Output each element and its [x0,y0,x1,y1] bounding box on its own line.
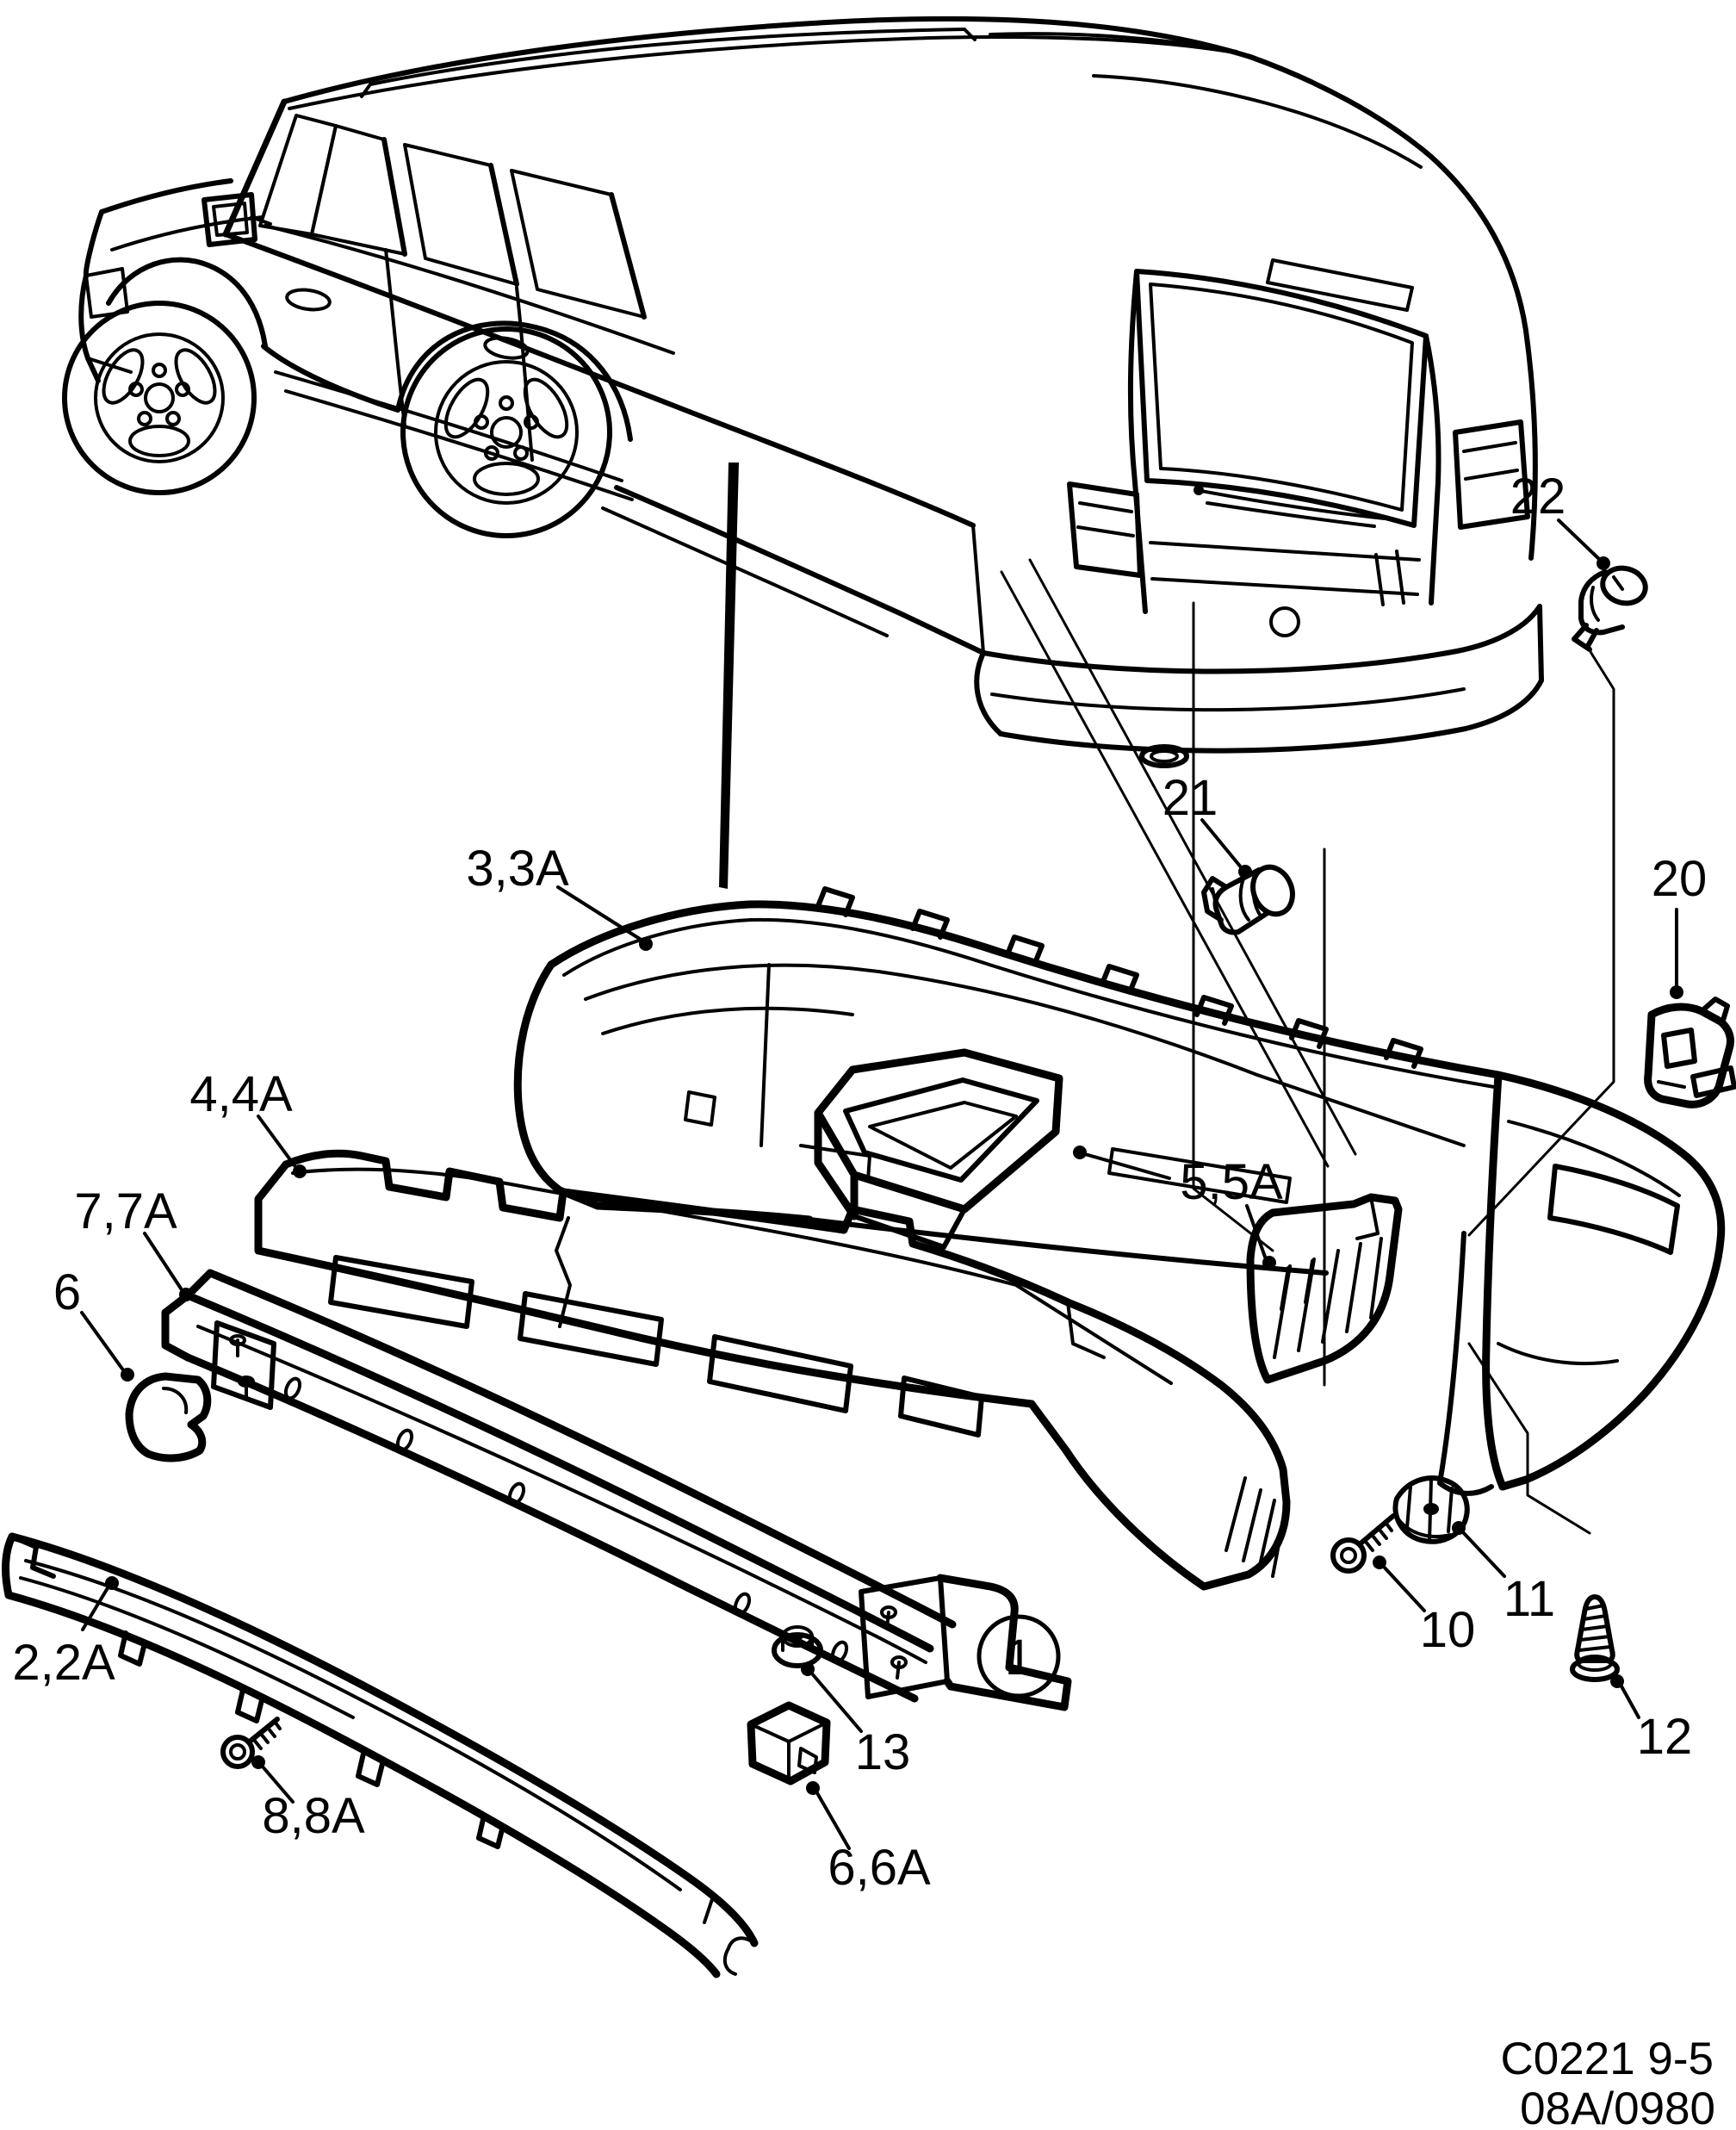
callout-label-7,7A[interactable]: 7,7A [74,1183,177,1239]
part-screw-10 [1330,1513,1396,1574]
part-clip-bracket-20 [1644,997,1736,1108]
taillight-left [1067,481,1143,578]
callout-label-11[interactable]: 11 [1504,1571,1555,1627]
position-pointer-wedge [719,463,739,889]
callout-layer: 1 2,2A 3,3A 4,4A 5,5A 6 6,6A 7,7A 8,8A 10 11 12 13 20… [12,469,1707,1896]
door-handle [483,336,530,360]
part-corner-insert [1246,1193,1403,1384]
roof-rail [369,28,966,86]
callout-label-10[interactable]: 10 [1420,1602,1476,1658]
part-nut-11 [1392,1475,1470,1544]
callout-label-2,2A[interactable]: 2,2A [12,1635,115,1691]
callout-label-22[interactable]: 22 [1510,469,1566,525]
front-wheel [62,257,268,495]
saab-badge [1269,606,1300,637]
part-tray-insert [814,1048,1063,1250]
car-rear-bumper [974,604,1544,768]
part-parking-sensor-21 [1201,864,1295,935]
drawing-revision-code: 08A/0980 [1520,2083,1715,2130]
rear-wiper [1194,485,1386,528]
leader-lines [80,519,1683,1850]
callout-label-1[interactable]: 1 [1005,1630,1032,1686]
taillight-right [1453,419,1530,530]
part-parking-sensor-22 [1572,565,1648,652]
callout-label-21[interactable]: 21 [1162,770,1218,826]
callout-label-6[interactable]: 6 [53,1264,81,1320]
callout-label-6,6A[interactable]: 6,6A [828,1840,931,1896]
callout-label-8,8A[interactable]: 8,8A [262,1788,365,1844]
callout-label-5,5A[interactable]: 5,5A [1180,1154,1283,1210]
headlight [84,267,129,319]
part-lower-carrier [2,1532,759,1978]
door-handle [285,288,332,312]
callout-label-13[interactable]: 13 [855,1724,911,1780]
exhaust-tip [1139,744,1189,768]
rear-wheel [395,320,633,538]
part-bumper-cover [513,886,1726,1496]
part-bracket-6 [125,1372,212,1462]
part-energy-absorber [254,1149,1291,1591]
callout-label-20[interactable]: 20 [1652,851,1708,907]
rear-window [1134,269,1429,528]
drawing-code: C0221 9-5 [1500,2034,1714,2084]
reflector-recess [1547,1164,1680,1255]
car-illustration [62,16,1544,768]
part-screw-12 [1570,1594,1620,1682]
callout-label-3,3A[interactable]: 3,3A [466,841,569,897]
callout-label-12[interactable]: 12 [1637,1709,1693,1765]
part-bracket-6a [747,1701,831,1785]
part-screw-8 [220,1717,282,1769]
callout-circle-1[interactable] [976,1614,1061,1698]
part-bumper-beam [161,1269,1072,1711]
part-nut-13 [772,1625,823,1668]
callout-label-4,4A[interactable]: 4,4A [189,1066,293,1122]
projection-lines [719,463,1615,1535]
third-brake-light [1266,258,1414,312]
